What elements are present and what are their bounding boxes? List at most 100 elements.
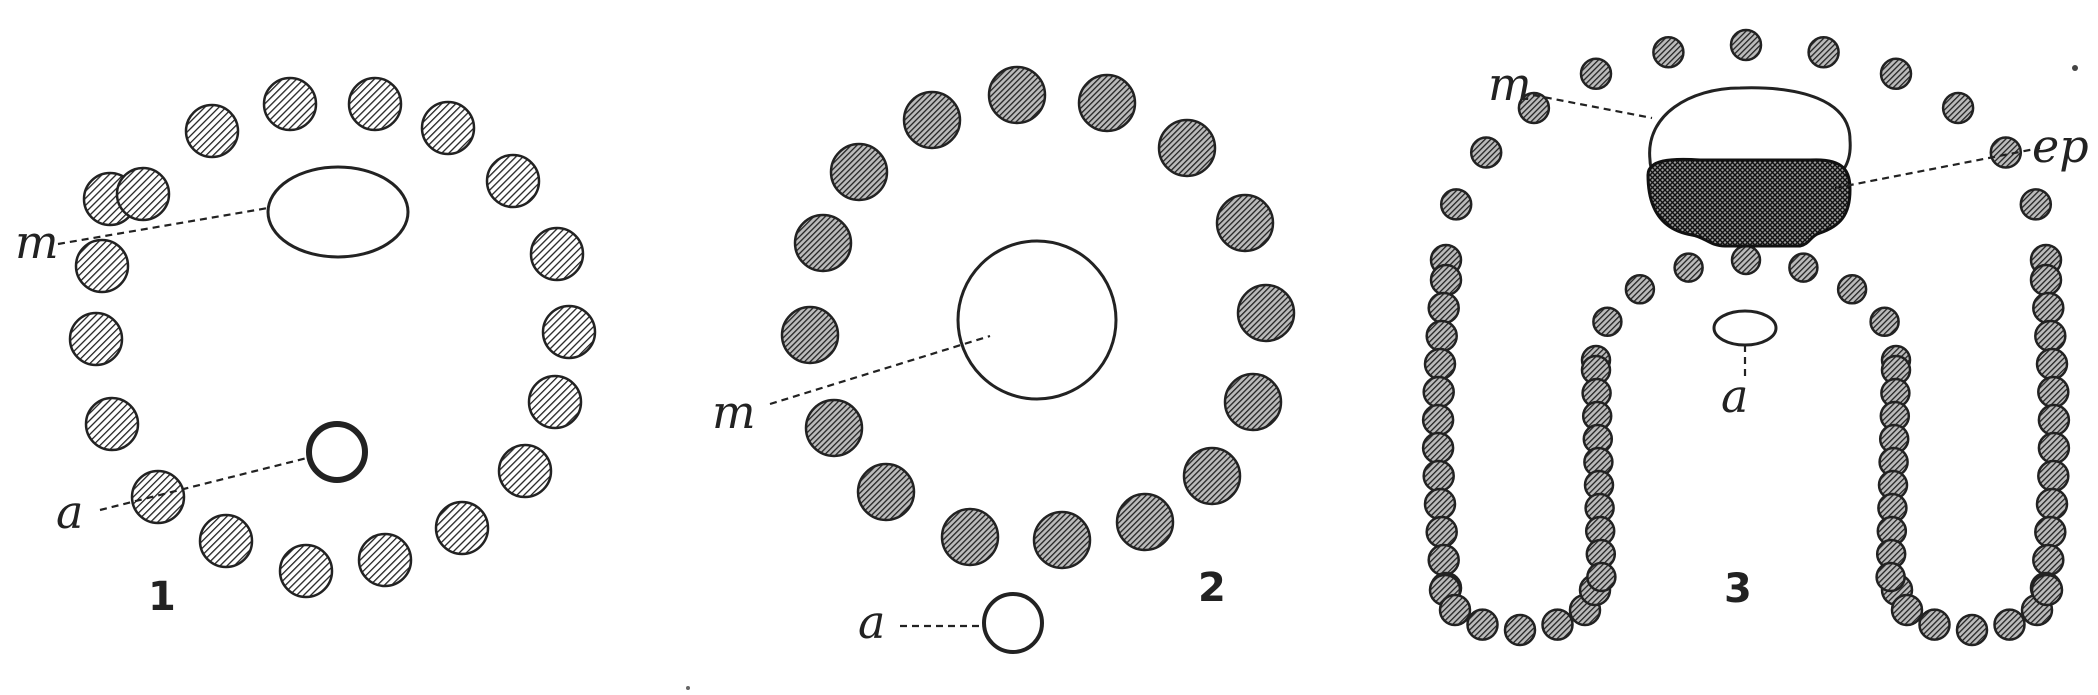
fig3-cell (1989, 136, 2023, 169)
fig2-cell (1215, 193, 1275, 253)
fig3-cell (1541, 608, 1574, 641)
fig3-cell (1918, 608, 1951, 641)
fig1-cell (278, 543, 334, 599)
fig3-cell (1586, 561, 1617, 593)
fig3-cell (1517, 91, 1551, 125)
fig2-label-a: a (858, 595, 885, 649)
fig3-cell (1425, 319, 1458, 353)
fig1-cell (84, 396, 140, 452)
figure-2 (780, 65, 1296, 570)
fig3-cell (1624, 274, 1656, 305)
fig2-cell (1032, 510, 1092, 570)
fig2-cell (829, 142, 889, 202)
fig3-cell (1423, 487, 1457, 521)
fig2-cell (1077, 73, 1137, 133)
fig3-cell (2037, 375, 2070, 409)
fig3-ep-leader (1834, 146, 2041, 190)
fig3-label-ep: ep (2032, 119, 2089, 173)
fig1-cell (74, 238, 130, 294)
fig1-cell (485, 153, 541, 209)
fig3-cell (2037, 403, 2071, 437)
fig3-cell (1652, 36, 1685, 69)
fig1-cell (347, 76, 403, 132)
fig3-cell (1421, 431, 1455, 465)
fig3-cell (1890, 593, 1924, 627)
fig3-cell (2019, 188, 2053, 221)
fig3-label-m: m (1488, 57, 1532, 111)
fig3-cell (2032, 291, 2065, 325)
fig3-cell (1955, 613, 1989, 647)
fig1-cell (434, 500, 490, 556)
fig3-cell (1807, 36, 1840, 69)
fig2-cell (1236, 283, 1296, 343)
fig3-cell (1836, 274, 1868, 305)
fig2-label-m: m (712, 385, 756, 439)
fig3-cell (2030, 573, 2064, 607)
fig3-cell (1423, 347, 1457, 381)
fig1-a-circle (306, 421, 368, 483)
fig1-a-leader (99, 456, 308, 512)
fig3-cell (1429, 263, 1463, 297)
fig3-cell (2037, 459, 2070, 493)
fig1-cell (527, 374, 583, 430)
fig3-cell (2032, 543, 2065, 577)
fig3-number: 3 (1724, 566, 1752, 612)
fig1-number: 1 (148, 574, 176, 620)
fig1-cell (262, 76, 318, 132)
fig3-cell (1422, 375, 1455, 409)
fig2-cell (780, 305, 840, 365)
fig1-m-vacuole (266, 165, 410, 259)
fig3-cell (1879, 57, 1913, 91)
figure-1 (68, 76, 597, 599)
fig2-a-circle (982, 592, 1044, 654)
fig3-a-vacuole (1712, 309, 1778, 347)
fig1-label-m: m (15, 215, 59, 269)
fig3-cell (1466, 608, 1499, 641)
fig3-cell (1427, 291, 1460, 325)
fig3-cell (2029, 263, 2063, 297)
fig2-cell (1182, 446, 1242, 506)
fig3-m-leader (1532, 93, 1653, 120)
speck (2072, 65, 2078, 71)
fig2-cell (856, 462, 916, 522)
fig3-cell (2035, 347, 2069, 381)
fig3-cell (1438, 593, 1472, 627)
fig1-cell (130, 469, 186, 525)
fig3-label-a: a (1721, 369, 1748, 423)
fig3-cell (2034, 515, 2067, 549)
fig2-number: 2 (1198, 565, 1226, 611)
fig1-cell (198, 513, 254, 569)
fig2-cell (804, 398, 864, 458)
fig1-cell (541, 304, 597, 360)
figure-3 (1421, 28, 2071, 647)
speck (686, 686, 690, 690)
fig3-cell (1875, 561, 1906, 593)
fig3-cell (1427, 543, 1460, 577)
fig2-m-vacuole (956, 239, 1118, 401)
fig3-cell (1941, 91, 1975, 125)
fig1-cell (184, 103, 240, 159)
fig1-label-a: a (56, 485, 83, 539)
fig2-cell (1115, 492, 1175, 552)
fig2-cell (902, 90, 962, 150)
fig2-cell (1223, 372, 1283, 432)
fig1-cell (115, 166, 171, 222)
fig3-cell (1425, 515, 1458, 549)
fig3-cell (1673, 252, 1704, 283)
fig3-cell (1421, 403, 1455, 437)
fig2-cell (793, 213, 853, 273)
fig2-cell (987, 65, 1047, 125)
fig3-cell (2037, 431, 2071, 465)
fig1-cell (68, 311, 124, 367)
fig1-cell (357, 532, 413, 588)
fig3-cell (1579, 57, 1613, 91)
fig3-ep-layer (1646, 157, 1852, 248)
fig3-cell (1422, 459, 1455, 493)
fig3-cell (1503, 613, 1537, 647)
fig3-cell (1869, 306, 1900, 337)
fig2-m-leader (769, 334, 991, 406)
fig3-cell (1730, 244, 1762, 276)
fig1-cell (529, 226, 585, 282)
fig3-cell (1993, 608, 2026, 641)
